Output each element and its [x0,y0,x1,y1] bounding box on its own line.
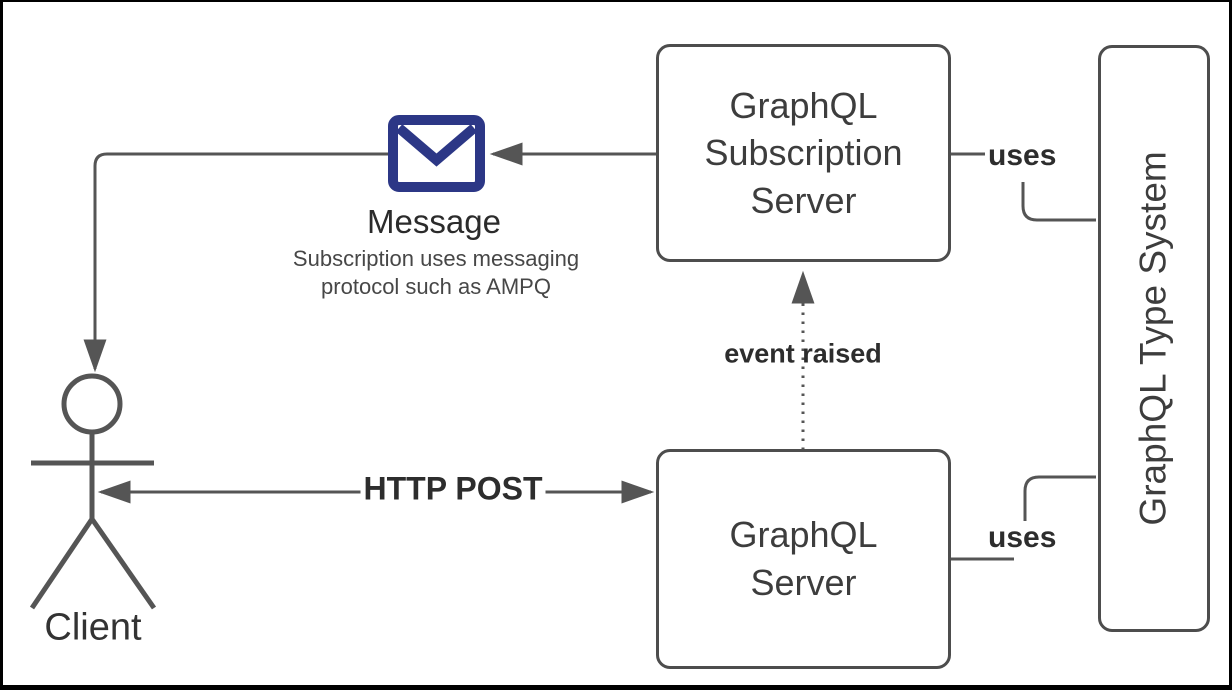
edge-label-uses-top: uses [986,139,1059,173]
client-actor-label: Client [44,606,142,649]
message-label: Message [367,203,501,240]
node-label: GraphQL Subscription Server [704,84,903,221]
connector-layer [29,142,1096,610]
stick-figure-icon [29,373,157,610]
message-note: Subscription uses messaging protocol suc… [292,246,580,299]
edge-uses-top [951,152,1096,222]
edge-uses-bottom [951,475,1096,561]
envelope-icon [388,115,485,192]
edge-message-to-client [83,152,388,373]
node-graphql-type-system: GraphQL Type System [1098,45,1210,632]
node-label-vertical: GraphQL Type System [1132,151,1174,526]
edge-label-http-post: HTTP POST [360,470,546,508]
node-graphql-server: GraphQL Server [656,449,951,669]
edge-label-event-raised: event raised [724,338,882,369]
node-graphql-subscription-server: GraphQL Subscription Server [656,44,951,262]
edge-label-uses-bottom: uses [986,521,1059,555]
node-label: GraphQL Server [729,514,878,603]
